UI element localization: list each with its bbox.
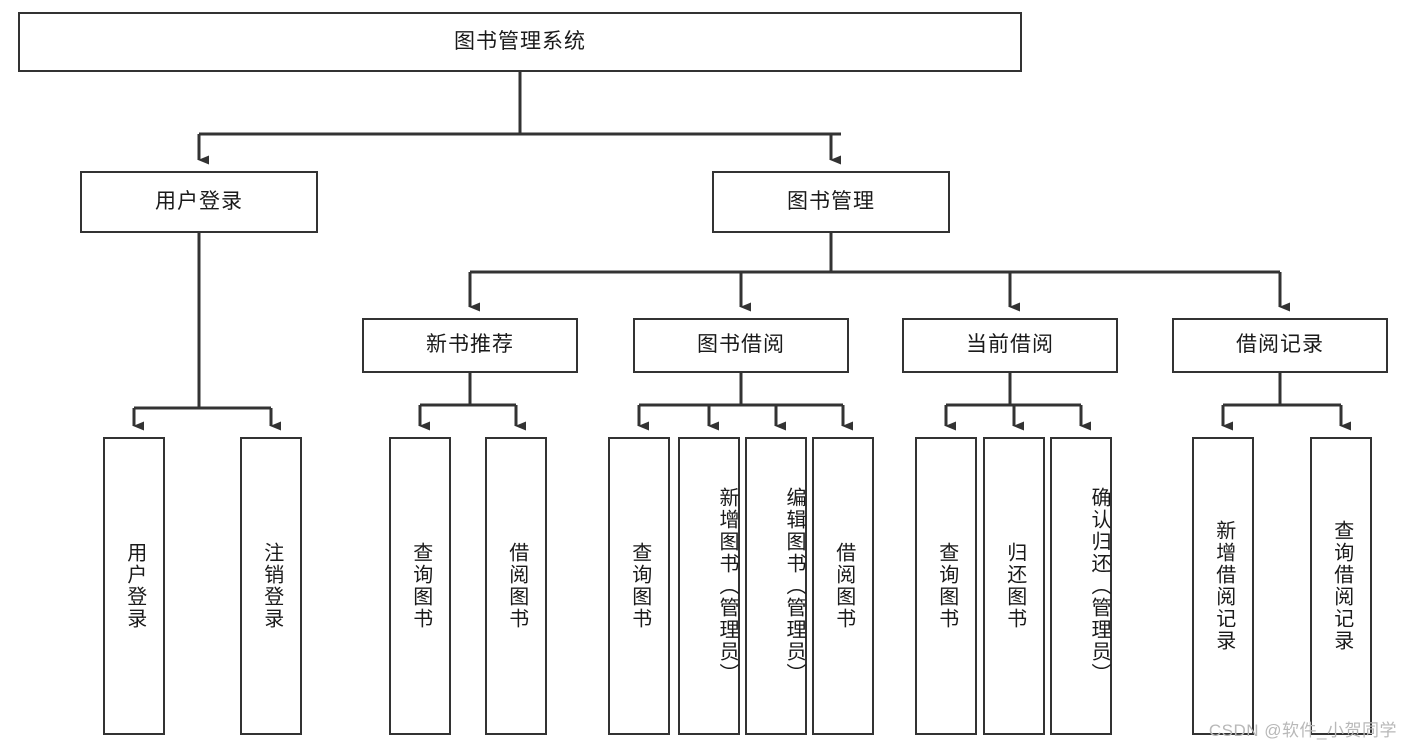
node-borrow-record-label: 借阅记录 — [1236, 333, 1324, 357]
node-logout-leaf[interactable]: 注销登录 — [240, 437, 302, 735]
node-book-manage[interactable]: 图书管理 — [712, 171, 950, 233]
node-new-book-recommend[interactable]: 新书推荐 — [362, 318, 578, 373]
node-add-book-admin-label: 新增图书（管理员） — [716, 487, 738, 685]
watermark: CSDN @软件_小贺同学 — [1208, 721, 1397, 740]
node-logout-leaf-label: 注销登录 — [260, 542, 283, 630]
node-query-borrow-record[interactable]: 查询借阅记录 — [1310, 437, 1372, 735]
node-query-book-rec[interactable]: 查询图书 — [389, 437, 451, 735]
node-add-borrow-record-label: 新增借阅记录 — [1212, 520, 1235, 652]
node-add-book-admin[interactable]: 新增图书（管理员） — [678, 437, 740, 735]
node-borrow-book-rec-label: 借阅图书 — [505, 542, 528, 630]
node-book-borrow[interactable]: 图书借阅 — [633, 318, 849, 373]
node-edit-book-admin-label: 编辑图书（管理员） — [783, 487, 805, 685]
node-query-book-current[interactable]: 查询图书 — [915, 437, 977, 735]
node-return-book[interactable]: 归还图书 — [983, 437, 1045, 735]
node-edit-book-admin[interactable]: 编辑图书（管理员） — [745, 437, 807, 735]
node-new-book-recommend-label: 新书推荐 — [426, 333, 514, 357]
node-user-login-leaf[interactable]: 用户登录 — [103, 437, 165, 735]
node-book-manage-label: 图书管理 — [787, 189, 875, 213]
node-root[interactable]: 图书管理系统 — [18, 12, 1022, 72]
node-borrow-book-borrow[interactable]: 借阅图书 — [812, 437, 874, 735]
node-query-book-borrow-label: 查询图书 — [628, 542, 651, 630]
node-confirm-return-admin-label: 确认归还（管理员） — [1088, 487, 1110, 685]
node-current-borrow-label: 当前借阅 — [966, 333, 1054, 357]
node-query-book-current-label: 查询图书 — [935, 542, 958, 630]
node-current-borrow[interactable]: 当前借阅 — [902, 318, 1118, 373]
node-confirm-return-admin[interactable]: 确认归还（管理员） — [1050, 437, 1112, 735]
node-add-borrow-record[interactable]: 新增借阅记录 — [1192, 437, 1254, 735]
node-borrow-record[interactable]: 借阅记录 — [1172, 318, 1388, 373]
node-borrow-book-borrow-label: 借阅图书 — [832, 542, 855, 630]
node-user-login-leaf-label: 用户登录 — [123, 542, 146, 630]
node-query-book-rec-label: 查询图书 — [409, 542, 432, 630]
node-query-book-borrow[interactable]: 查询图书 — [608, 437, 670, 735]
node-return-book-label: 归还图书 — [1003, 542, 1026, 630]
node-query-borrow-record-label: 查询借阅记录 — [1330, 520, 1353, 652]
node-book-borrow-label: 图书借阅 — [697, 333, 785, 357]
node-user-login-label: 用户登录 — [155, 189, 243, 213]
node-borrow-book-rec[interactable]: 借阅图书 — [485, 437, 547, 735]
node-user-login[interactable]: 用户登录 — [80, 171, 318, 233]
node-root-label: 图书管理系统 — [454, 29, 586, 53]
